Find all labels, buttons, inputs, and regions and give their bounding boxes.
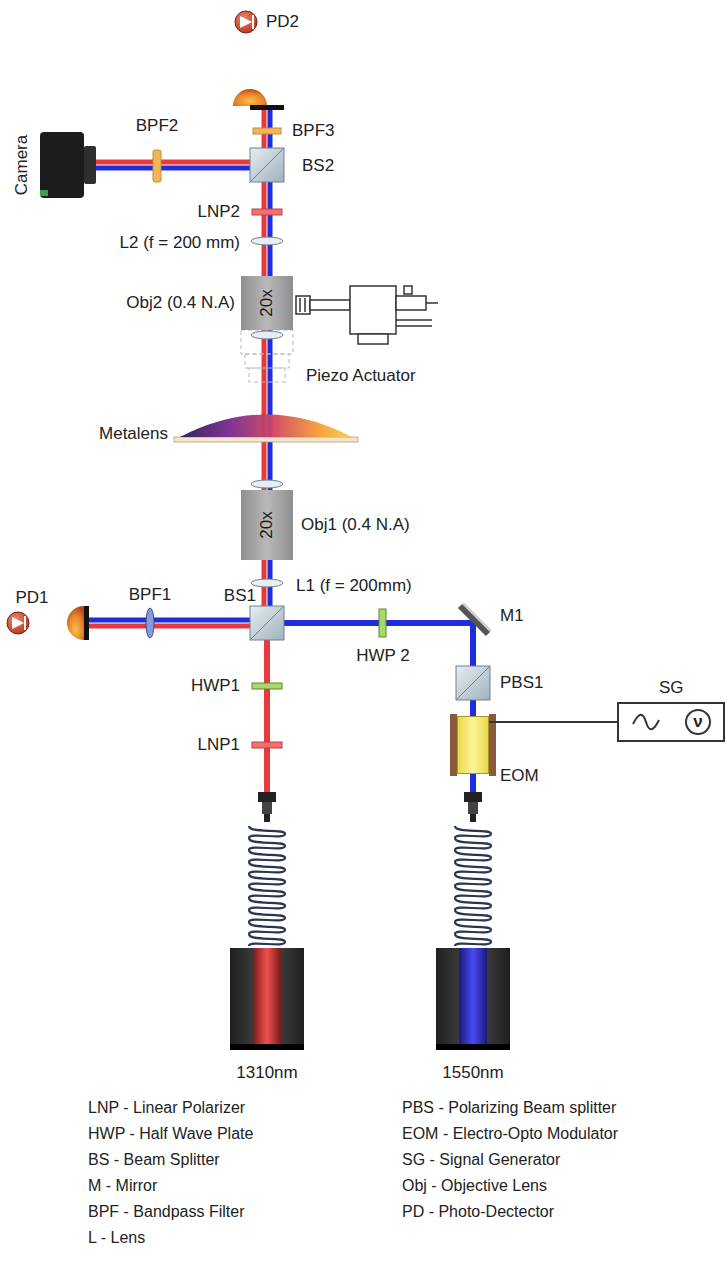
legend-entry: PBS - Polarizing Beam splitter: [402, 1099, 616, 1117]
part-label: Metalens: [99, 425, 168, 444]
part-label: L1 (f = 200mm): [296, 577, 412, 596]
mirror-m1: [460, 603, 491, 634]
part-label: Obj1 (0.4 N.A): [301, 516, 410, 535]
fiber-laser: [230, 792, 304, 1050]
part-label: HWP 2: [356, 647, 410, 666]
beam-splitter-bs2: [250, 148, 284, 182]
part-label: Piezo Actuator: [306, 367, 416, 386]
objective-front-lens: [251, 480, 283, 488]
part-label: LNP2: [197, 203, 240, 222]
objective-lens: 20xObj1 (0.4 N.A): [241, 490, 293, 560]
bandpass-filter-bpf2: [153, 150, 161, 182]
fiber-laser: [436, 792, 510, 1050]
part-label: M1: [500, 607, 524, 626]
legend-entry: Obj - Objective Lens: [402, 1177, 547, 1195]
magnification-label: 20x: [258, 289, 277, 316]
metalens: [174, 415, 358, 443]
legend-entry: SG - Signal Generator: [402, 1151, 560, 1169]
objective-front-lens: [251, 331, 283, 339]
part-label: PD2: [266, 13, 299, 32]
legend-entry: PD - Photo-Dectector: [402, 1203, 554, 1221]
part-label: PBS1: [500, 674, 543, 693]
polarizing-beam-splitter-pbs1: [456, 666, 490, 700]
bandpass-filter-bpf3: [253, 128, 281, 134]
legend-entry: M - Mirror: [88, 1177, 157, 1195]
signal-wire: [489, 721, 617, 723]
part-label: Obj2 (0.4 N.A): [126, 294, 235, 313]
legend-entry: L - Lens: [88, 1229, 145, 1247]
objective-ghost: [241, 330, 293, 382]
part-label: BS2: [302, 157, 334, 176]
part-label: 1310nm: [236, 1064, 297, 1083]
sine-symbol: [631, 712, 661, 732]
legend-entry: EOM - Electro-Opto Modulator: [402, 1125, 618, 1143]
half-wave-plate-hwp2: [379, 609, 386, 637]
legend-entry: HWP - Half Wave Plate: [88, 1125, 253, 1143]
polarizer-lnp2: [252, 209, 282, 215]
objective-lens: 20xObj2 (0.4 N.A): [241, 276, 293, 330]
bandpass-filter-bpf1: [146, 608, 154, 638]
photodetector-pd1: [7, 606, 89, 640]
legend-entry: LNP - Linear Polarizer: [88, 1099, 245, 1117]
part-label: BPF2: [136, 117, 179, 136]
lens-l2: [251, 237, 283, 245]
beams: [88, 108, 476, 795]
part-label: BPF3: [292, 122, 335, 141]
part-label: HWP1: [191, 677, 240, 696]
legend-entry: BPF - Bandpass Filter: [88, 1203, 245, 1221]
part-label: EOM: [500, 767, 539, 786]
part-label: Camera: [13, 135, 32, 195]
part-label: BPF1: [129, 586, 172, 605]
part-label: L2 (f = 200 mm): [120, 234, 240, 253]
voltage-symbol: ν: [685, 709, 711, 735]
piezo-actuator: [296, 286, 438, 344]
fiber-lasers: [230, 792, 510, 1050]
half-wave-plate-hwp1: [252, 683, 282, 689]
part-label: SG: [659, 679, 684, 698]
camera: [40, 132, 96, 198]
beam-splitter-bs1: [250, 606, 284, 640]
polarizer-lnp1: [252, 742, 282, 748]
part-label: LNP1: [197, 736, 240, 755]
part-label: BS1: [224, 587, 256, 606]
signal-generator: SGν: [617, 702, 725, 742]
magnification-label: 20x: [258, 511, 277, 538]
part-label: 1550nm: [442, 1064, 503, 1083]
eom-electrodes: [450, 714, 496, 776]
part-label: PD1: [15, 589, 48, 608]
legend-entry: BS - Beam Splitter: [88, 1151, 220, 1169]
electro-optic-modulator: EOM: [457, 716, 489, 774]
